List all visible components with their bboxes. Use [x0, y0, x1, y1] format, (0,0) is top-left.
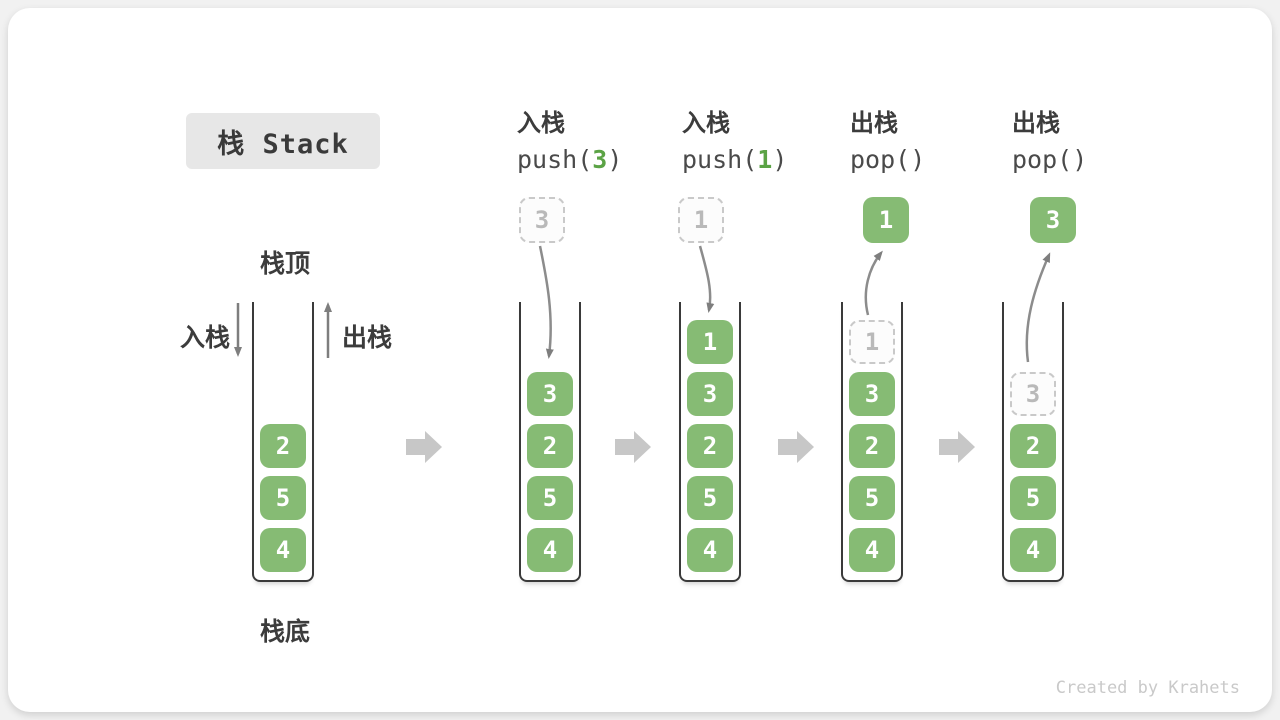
op-label: 入栈: [682, 110, 730, 137]
stack-item: 2: [687, 424, 733, 468]
stack-item: 4: [849, 528, 895, 572]
code-post: ): [1072, 145, 1088, 174]
stack-item: 5: [687, 476, 733, 520]
code-pre: push(: [517, 145, 593, 174]
stack-item: 4: [687, 528, 733, 572]
stack-item: 4: [260, 528, 306, 572]
stack-item: 3: [849, 372, 895, 416]
code-pre: pop(: [1012, 145, 1073, 174]
stack-column-initial: 2 5 4: [252, 302, 314, 582]
op-code: push(3): [517, 144, 687, 176]
stack-item-ghost: 1: [849, 320, 895, 364]
stack-column-after-pop-3: 3 2 5 4: [1002, 302, 1064, 582]
stack-item: 5: [527, 476, 573, 520]
floating-element-popped-1: 1: [863, 197, 909, 243]
op-header-pop-2: 出栈 pop(): [1012, 108, 1182, 176]
stack-column-after-push-3: 3 2 5 4: [519, 302, 581, 582]
stack-column-after-pop-1: 1 3 2 5 4: [841, 302, 903, 582]
code-pre: push(: [682, 145, 758, 174]
code-arg: 1: [757, 145, 773, 174]
stack-item: 1: [687, 320, 733, 364]
code-pre: pop(: [850, 145, 911, 174]
stack-item: 2: [527, 424, 573, 468]
op-header-pop-1: 出栈 pop(): [850, 108, 1020, 176]
stack-item: 3: [687, 372, 733, 416]
code-post: ): [607, 145, 623, 174]
push-side-label: 入栈: [179, 324, 230, 352]
stack-top-label: 栈顶: [259, 250, 310, 278]
step-arrow-icon: [939, 431, 975, 463]
step-arrow-icon: [406, 431, 442, 463]
op-code: pop(): [850, 144, 1020, 176]
stack-item: 3: [527, 372, 573, 416]
stack-item: 2: [260, 424, 306, 468]
op-label: 出栈: [1012, 110, 1060, 137]
op-code: push(1): [682, 144, 852, 176]
stack-item: 4: [527, 528, 573, 572]
step-arrow-icon: [778, 431, 814, 463]
stack-item: 2: [849, 424, 895, 468]
op-code: pop(): [1012, 144, 1182, 176]
push-1-motion-arrow-icon: [698, 245, 715, 313]
code-post: ): [910, 145, 926, 174]
floating-element-popped-3: 3: [1030, 197, 1076, 243]
op-label: 入栈: [517, 110, 565, 137]
title-text: 栈 Stack: [217, 128, 349, 160]
stack-item: 5: [260, 476, 306, 520]
floating-element-ghost-3: 3: [519, 197, 565, 243]
stack-column-after-push-1: 1 3 2 5 4: [679, 302, 741, 582]
title-box: 栈 Stack: [186, 113, 380, 169]
stack-item-ghost: 3: [1010, 372, 1056, 416]
floating-element-ghost-1: 1: [678, 197, 724, 243]
op-header-push-3: 入栈 push(3): [517, 108, 687, 176]
pop-side-label: 出栈: [342, 324, 393, 352]
stack-item: 5: [1010, 476, 1056, 520]
stack-item: 4: [1010, 528, 1056, 572]
watermark: Created by Krahets: [1055, 678, 1240, 698]
stack-item: 2: [1010, 424, 1056, 468]
stack-bottom-label: 栈底: [259, 618, 310, 646]
op-label: 出栈: [850, 110, 898, 137]
op-header-push-1: 入栈 push(1): [682, 108, 852, 176]
step-arrow-icon: [615, 431, 651, 463]
stack-item: 5: [849, 476, 895, 520]
code-post: ): [772, 145, 788, 174]
code-arg: 3: [592, 145, 608, 174]
diagram-card: 栈 Stack 入栈 push(3) 入栈 push(1) 出栈 pop() 出…: [8, 8, 1272, 712]
